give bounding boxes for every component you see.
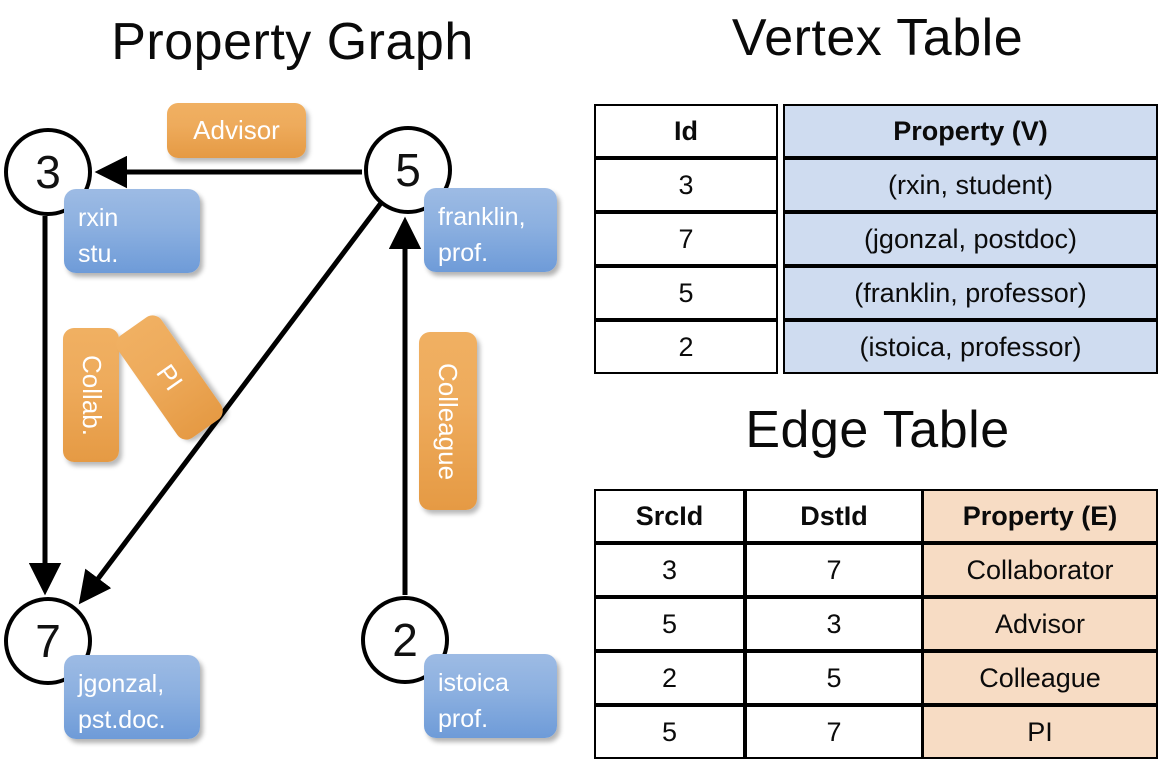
vertex-table-cell-property: (jgonzal, postdoc) <box>783 212 1158 266</box>
graph-node-2-label: 2 <box>392 614 418 666</box>
edge-table-cell-property: Colleague <box>922 651 1158 705</box>
edge-label-collab[interactable]: Collab. <box>63 328 119 462</box>
page-title-edge-table: Edge Table <box>745 401 1010 459</box>
edge-table-header-property: Property (E) <box>922 489 1158 543</box>
edge-table-cell-property: Advisor <box>922 597 1158 651</box>
edge-5-to-7 <box>78 201 383 605</box>
table-row[interactable]: Advisor <box>922 597 1158 651</box>
table-row[interactable]: 2 5 <box>594 651 923 705</box>
table-row[interactable]: 5 <box>594 266 778 320</box>
edge-label-advisor[interactable]: Advisor <box>167 103 306 158</box>
vertex-property-rxin-line1: rxin <box>78 204 119 232</box>
graph-node-2[interactable]: 2 <box>361 596 449 684</box>
vertex-property-rxin-line2: stu. <box>78 240 119 269</box>
vertex-property-box-rxin[interactable]: rxin stu. <box>64 189 200 273</box>
vertex-table-id-column: Id 3 7 5 2 <box>594 104 778 374</box>
table-row[interactable]: (franklin, professor) <box>783 266 1158 320</box>
table-row[interactable]: (rxin, student) <box>783 158 1158 212</box>
vertex-property-jgonzal-line2: pst.doc. <box>78 706 166 735</box>
table-row[interactable]: (jgonzal, postdoc) <box>783 212 1158 266</box>
vertex-table-cell-id: 5 <box>594 266 778 320</box>
vertex-property-franklin-line2: prof. <box>438 239 489 268</box>
vertex-property-box-istoica[interactable]: istoica prof. <box>424 654 557 738</box>
page-title-property-graph: Property Graph <box>111 13 474 71</box>
edge-table-cell-srcid: 5 <box>594 705 745 759</box>
table-row[interactable]: 2 <box>594 320 778 374</box>
table-row[interactable]: 5 7 <box>594 705 923 759</box>
table-header-row: Id <box>594 104 778 158</box>
edge-label-colleague[interactable]: Colleague <box>419 332 477 510</box>
table-row[interactable]: PI <box>922 705 1158 759</box>
edge-table-property-column: Property (E) Collaborator Advisor Collea… <box>922 489 1158 759</box>
table-row[interactable]: Colleague <box>922 651 1158 705</box>
edge-table-cell-srcid: 5 <box>594 597 745 651</box>
edge-table-cell-dstid: 7 <box>745 543 923 597</box>
edge-table-header-dstid: DstId <box>745 489 923 543</box>
vertex-table-cell-property: (franklin, professor) <box>783 266 1158 320</box>
edge-label-pi-text: PI <box>150 358 190 396</box>
vertex-property-box-jgonzal[interactable]: jgonzal, pst.doc. <box>64 655 200 739</box>
vertex-table-cell-id: 2 <box>594 320 778 374</box>
table-row[interactable]: 3 7 <box>594 543 923 597</box>
vertex-table-cell-id: 7 <box>594 212 778 266</box>
graph-node-5-label: 5 <box>395 144 421 196</box>
edge-label-advisor-text: Advisor <box>193 115 280 145</box>
table-header-row: Property (E) <box>922 489 1158 543</box>
page-title-vertex-table: Vertex Table <box>731 9 1024 67</box>
vertex-table-header-id: Id <box>594 104 778 158</box>
edge-label-collab-text: Collab. <box>76 354 107 436</box>
property-graph-diagram: 3 5 7 2 rxin stu. franklin, prof. jgonza… <box>4 103 557 739</box>
vertex-property-box-franklin[interactable]: franklin, prof. <box>424 188 557 272</box>
table-row[interactable]: (istoica, professor) <box>783 320 1158 374</box>
edge-table-cell-dstid: 5 <box>745 651 923 705</box>
vertex-property-istoica-line1: istoica <box>438 669 509 697</box>
vertex-property-istoica-line2: prof. <box>438 705 489 734</box>
edge-table-header-srcid: SrcId <box>594 489 745 543</box>
graph-edges-svg <box>28 155 422 605</box>
edge-table-cell-dstid: 3 <box>745 597 923 651</box>
table-header-row: Property (V) <box>783 104 1158 158</box>
edge-table-cell-srcid: 3 <box>594 543 745 597</box>
vertex-property-jgonzal-line1: jgonzal, <box>78 670 165 698</box>
edge-table-cell-property: PI <box>922 705 1158 759</box>
vertex-property-franklin-line1: franklin, <box>438 203 526 231</box>
vertex-table-cell-id: 3 <box>594 158 778 212</box>
table-row[interactable]: Collaborator <box>922 543 1158 597</box>
graph-node-7-label: 7 <box>35 615 61 667</box>
vertex-table-header-property: Property (V) <box>783 104 1158 158</box>
vertex-table-cell-property: (rxin, student) <box>783 158 1158 212</box>
table-row[interactable]: 5 3 <box>594 597 923 651</box>
edge-table-cell-srcid: 2 <box>594 651 745 705</box>
edge-table-cell-property: Collaborator <box>922 543 1158 597</box>
graph-node-5[interactable]: 5 <box>364 126 452 214</box>
vertex-table-property-column: Property (V) (rxin, student) (jgonzal, p… <box>783 104 1158 374</box>
vertex-table-cell-property: (istoica, professor) <box>783 320 1158 374</box>
table-header-row: SrcId DstId <box>594 489 923 543</box>
graph-node-3-label: 3 <box>35 146 61 198</box>
edge-table-cell-dstid: 7 <box>745 705 923 759</box>
table-row[interactable]: 7 <box>594 212 778 266</box>
edge-table-id-columns: SrcId DstId 3 7 5 3 2 5 5 7 <box>594 489 923 759</box>
edge-label-colleague-text: Colleague <box>433 362 464 480</box>
table-row[interactable]: 3 <box>594 158 778 212</box>
